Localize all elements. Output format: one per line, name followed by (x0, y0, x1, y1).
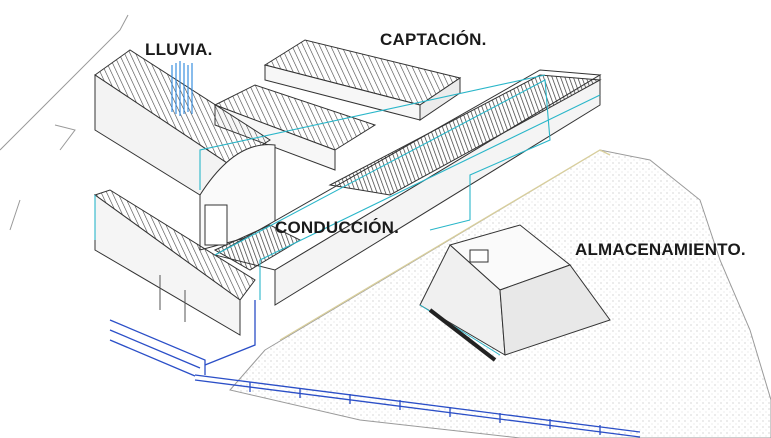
label-captacion: CAPTACIÓN. (380, 30, 487, 49)
label-lluvia: LLUVIA. (145, 40, 213, 59)
conduction-pipes (94, 74, 601, 300)
rain-lines (171, 61, 193, 116)
main-building (94, 49, 276, 251)
storage-tank (419, 224, 611, 362)
path-outline (279, 149, 611, 341)
site-outline-left (0, 14, 129, 231)
middle-building (213, 84, 377, 171)
label-conduccion: CONDUCCIÓN. (275, 218, 400, 237)
captacion-building (263, 39, 462, 121)
label-almacenamiento: ALMACENAMIENTO. (575, 240, 746, 259)
fence (109, 300, 641, 438)
long-building (213, 69, 602, 306)
lower-left-building (93, 189, 256, 336)
